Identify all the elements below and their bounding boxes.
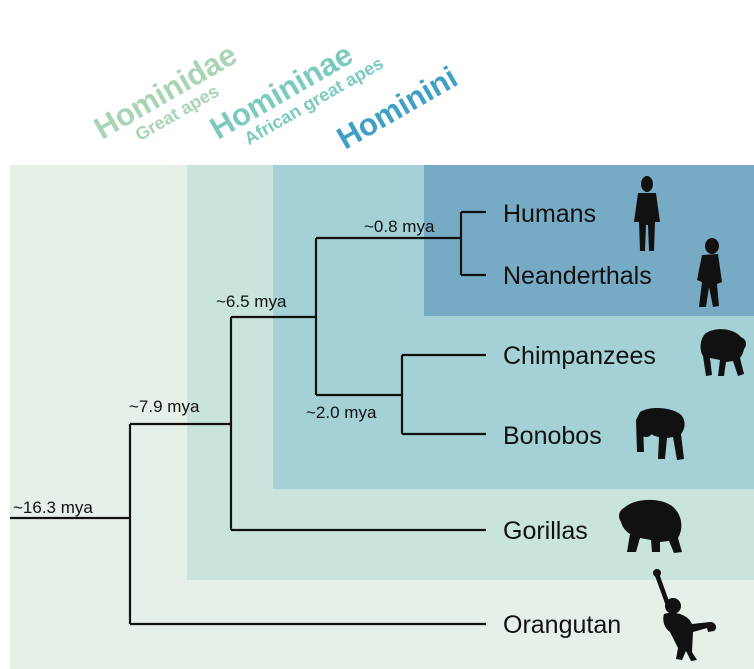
- leaf-label-gorillas: Gorillas: [503, 517, 588, 545]
- leaf-label-neanderthals: Neanderthals: [503, 262, 652, 290]
- leaf-label-bonobos: Bonobos: [503, 422, 602, 450]
- node-label-african-apes: ~6.5 mya: [216, 292, 287, 311]
- node-label-root: ~16.3 mya: [13, 498, 93, 517]
- node-label-pan: ~2.0 mya: [306, 403, 377, 422]
- leaf-label-humans: Humans: [503, 200, 596, 228]
- node-label-great-apes: ~7.9 mya: [129, 397, 200, 416]
- node-label-homo: ~0.8 mya: [364, 217, 435, 236]
- chimpanzee-silhouette-icon: [701, 329, 746, 376]
- leaf-label-orangutan: Orangutan: [503, 611, 621, 639]
- leaf-label-chimpanzees: Chimpanzees: [503, 342, 656, 370]
